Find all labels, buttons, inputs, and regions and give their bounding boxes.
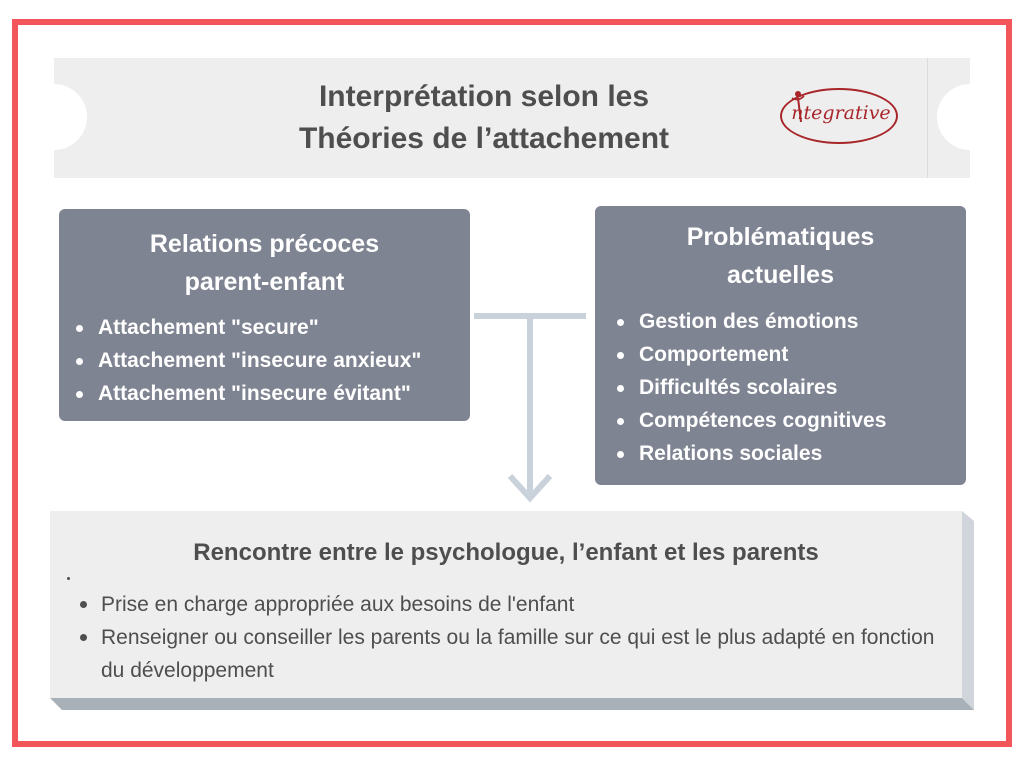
meeting-title: Rencontre entre le psychologue, l’enfant… [193, 539, 819, 566]
list-item: Attachement "insecure évitant" [76, 377, 421, 410]
arrow-head-icon [507, 473, 553, 503]
attachment-list: Attachement "secure" Attachement "insecu… [76, 311, 421, 410]
list-item: Attachement "insecure anxieux" [76, 344, 421, 377]
current-issues-title: Problématiques actuelles [595, 218, 966, 294]
issues-list: Gestion des émotions Comportement Diffic… [617, 305, 886, 470]
list-item: Prise en charge appropriée aux besoins d… [80, 588, 940, 621]
banner-notch-right [937, 84, 1003, 150]
integrative-logo: ntegrative [780, 88, 898, 144]
list-item: Compétences cognitives [617, 404, 886, 437]
list-item: Gestion des émotions [617, 305, 886, 338]
meeting-box-shape [50, 511, 974, 710]
list-item: Renseigner ou conseiller les parents ou … [80, 621, 940, 687]
list-item: Attachement "secure" [76, 311, 421, 344]
early-relations-title-line-2: parent-enfant [184, 268, 345, 296]
banner-divider [927, 58, 928, 178]
early-relations-title-line-1: Relations précoces [149, 230, 380, 258]
title-line-1: Interprétation selon les [318, 80, 650, 113]
logo-text: ntegrative [791, 102, 891, 124]
banner-notch-left [21, 84, 87, 150]
dancer-figure-icon [791, 91, 805, 122]
early-relations-box: Relations précoces parent-enfant Attache… [59, 209, 470, 421]
list-item: Comportement [617, 338, 886, 371]
current-issues-box: Problématiques actuelles Gestion des émo… [595, 206, 966, 485]
meeting-box: Rencontre entre le psychologue, l’enfant… [50, 511, 976, 713]
early-relations-title: Relations précoces parent-enfant [59, 225, 470, 301]
title-line-2: Théories de l’attachement [298, 122, 670, 155]
page-title: Interprétation selon les Théories de l’a… [224, 76, 744, 160]
meeting-list: Prise en charge appropriée aux besoins d… [80, 588, 940, 687]
stray-dot [67, 577, 70, 580]
list-item: Difficultés scolaires [617, 371, 886, 404]
current-issues-title-line-2: actuelles [726, 261, 834, 289]
current-issues-title-line-1: Problématiques [686, 223, 875, 251]
header-banner: Interprétation selon les Théories de l’a… [21, 58, 1003, 178]
list-item: Relations sociales [617, 437, 886, 470]
connector-arrow [474, 313, 586, 503]
